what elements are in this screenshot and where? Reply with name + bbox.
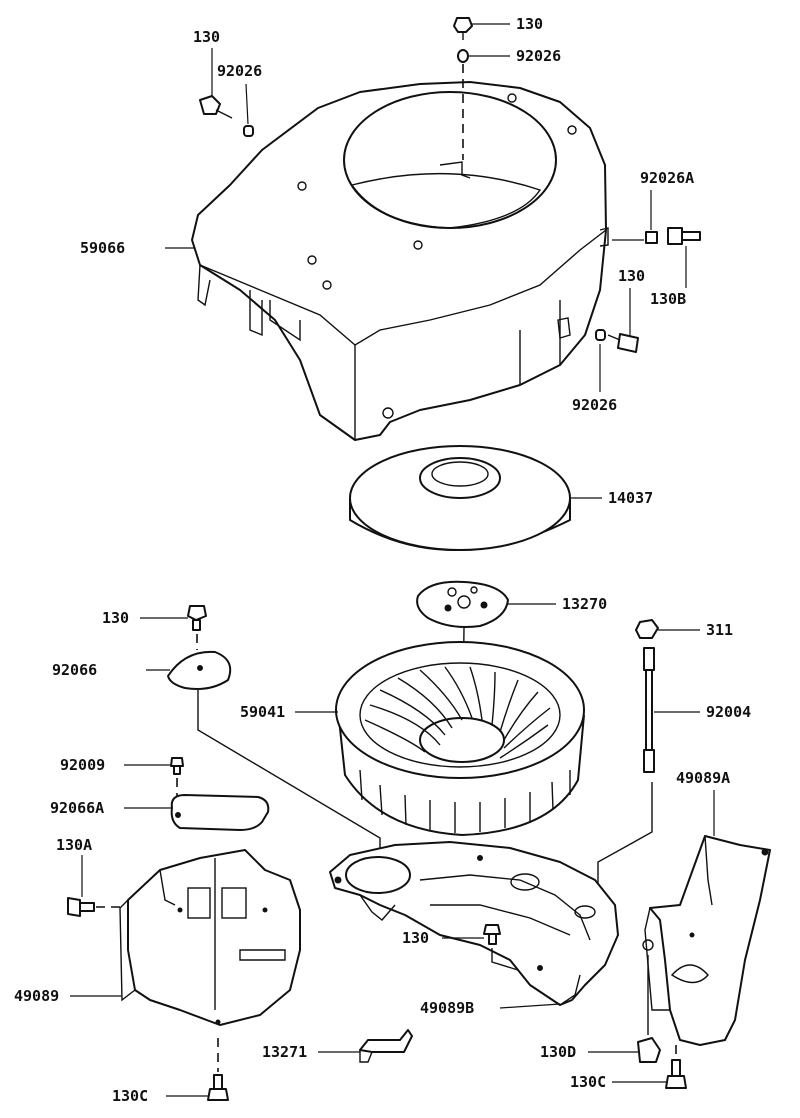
cover-92066: [167, 650, 232, 690]
label-screw-92009: 92009: [60, 756, 105, 774]
right-bolt-130: [607, 333, 639, 353]
label-top-130: 130: [516, 15, 543, 33]
stud-92004: [643, 647, 655, 773]
nut-311: [635, 619, 659, 639]
label-right-130B: 130B: [650, 290, 686, 308]
guard-49089B: [329, 841, 619, 1006]
clip-13271: [359, 1029, 413, 1063]
bolt-130A: [67, 897, 95, 917]
lower-bolt-130: [483, 924, 501, 945]
label-flywheel-59041: 59041: [240, 703, 285, 721]
label-guard-49089B: 49089B: [420, 999, 474, 1017]
bolt-130C-right: [665, 1059, 687, 1089]
label-nut-311: 311: [706, 621, 733, 639]
fan-plate: [416, 580, 509, 628]
top-washer-92026: [457, 49, 469, 63]
bolt-130C-left: [207, 1074, 229, 1101]
top-bolt-130: [453, 17, 473, 40]
part-labels: 130 92026 130 92026 59066 92026A 130 130…: [14, 15, 751, 1105]
label-bolt-130D: 130D: [540, 1043, 576, 1061]
label-guard-49089: 49089: [14, 987, 59, 1005]
leader-lines: [70, 23, 715, 1097]
right-washer-92026A: [645, 231, 658, 244]
label-plate-92066A: 92066A: [50, 799, 104, 817]
label-bolt-130C-right: 130C: [570, 1073, 606, 1091]
screw-92009: [170, 757, 184, 775]
label-guard-49089A: 49089A: [676, 769, 730, 787]
blower-housing: [191, 81, 609, 441]
label-clip-13271: 13271: [262, 1043, 307, 1061]
label-left-92026: 92026: [217, 62, 262, 80]
left-washer-92026: [243, 125, 254, 137]
rotating-screen: [349, 445, 571, 551]
label-shroud-59066: 59066: [80, 239, 125, 257]
label-lower-130: 130: [402, 929, 429, 947]
right-bolt-130B: [667, 227, 701, 245]
label-top-92026: 92026: [516, 47, 561, 65]
lower-bolt-line: [491, 948, 519, 971]
label-bolt-130A: 130A: [56, 836, 92, 854]
label-screen-14037: 14037: [608, 489, 653, 507]
right-washer-92026: [595, 329, 606, 341]
label-stud-92004: 92004: [706, 703, 751, 721]
plate-92066A: [170, 794, 270, 831]
label-right-92026: 92026: [572, 396, 617, 414]
left-bolt-130: [199, 95, 233, 119]
label-mid-130: 130: [102, 609, 129, 627]
label-bolt-130C-left: 130C: [112, 1087, 148, 1105]
guard-49089A: [642, 835, 771, 1046]
label-right-92026A: 92026A: [640, 169, 694, 187]
bolt-130D: [637, 1037, 661, 1063]
cover-bolt-130: [187, 605, 207, 631]
stud-assembly-line: [597, 782, 653, 910]
label-plate-13270: 13270: [562, 595, 607, 613]
label-right-130-upper: 130: [618, 267, 645, 285]
label-cover-92066: 92066: [52, 661, 97, 679]
label-left-130: 130: [193, 28, 220, 46]
flywheel: [335, 641, 585, 836]
guard-49089: [119, 849, 301, 1026]
